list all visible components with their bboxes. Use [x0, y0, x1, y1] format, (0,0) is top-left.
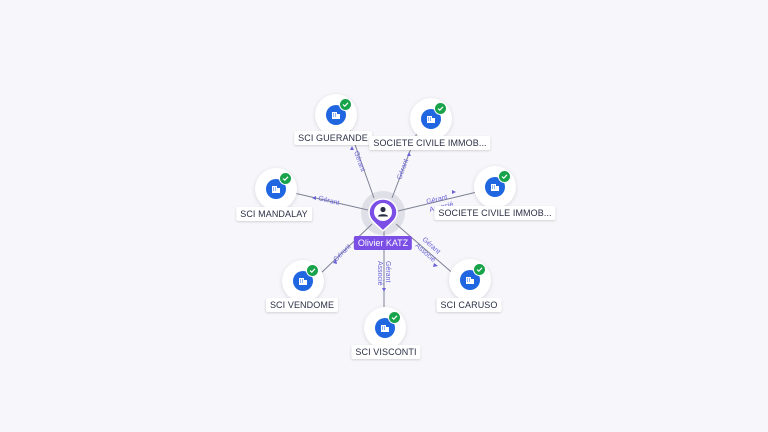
edge-label-visconti-0: Gérant: [384, 261, 391, 282]
company-label-sci2[interactable]: SOCIETE CIVILE IMMOB...: [434, 206, 556, 220]
check-icon: [279, 172, 292, 185]
check-icon: [498, 170, 511, 183]
check-icon: [339, 98, 352, 111]
check-icon: [388, 311, 401, 324]
edge-label-guerande-0: Gérant: [352, 150, 366, 173]
person-icon: [368, 198, 398, 232]
building-icon: [421, 109, 441, 129]
company-label-vendome[interactable]: SCI VENDOME: [265, 298, 339, 312]
edge-vendome: Gérant: [317, 223, 373, 277]
building-icon: [485, 177, 505, 197]
company-label-visconti[interactable]: SCI VISCONTI: [351, 345, 421, 359]
edge-label-mandalay-0: Gérant: [318, 195, 341, 207]
company-label-sci1[interactable]: SOCIETE CIVILE IMMOB...: [369, 136, 491, 150]
building-icon: [326, 105, 346, 125]
building-icon: [293, 271, 313, 291]
check-icon: [434, 102, 447, 115]
person-label[interactable]: Olivier KATZ: [353, 236, 413, 250]
edge-label-sci2-0: Gérant: [426, 194, 449, 206]
edge-caruso: Gérant Associé: [395, 223, 457, 277]
edge-label-visconti-1: Associé: [376, 261, 383, 286]
company-label-guerande[interactable]: SCI GUERANDE: [294, 131, 372, 145]
edge-mandalay: Gérant: [293, 192, 369, 211]
company-label-caruso[interactable]: SCI CARUSO: [436, 298, 502, 312]
building-icon: [460, 270, 480, 290]
check-icon: [473, 263, 486, 276]
edge-label-sci1-0: Gérant: [396, 158, 410, 181]
building-icon: [266, 179, 286, 199]
check-icon: [306, 264, 319, 277]
company-label-mandalay[interactable]: SCI MANDALAY: [236, 207, 312, 221]
building-icon: [375, 318, 395, 338]
